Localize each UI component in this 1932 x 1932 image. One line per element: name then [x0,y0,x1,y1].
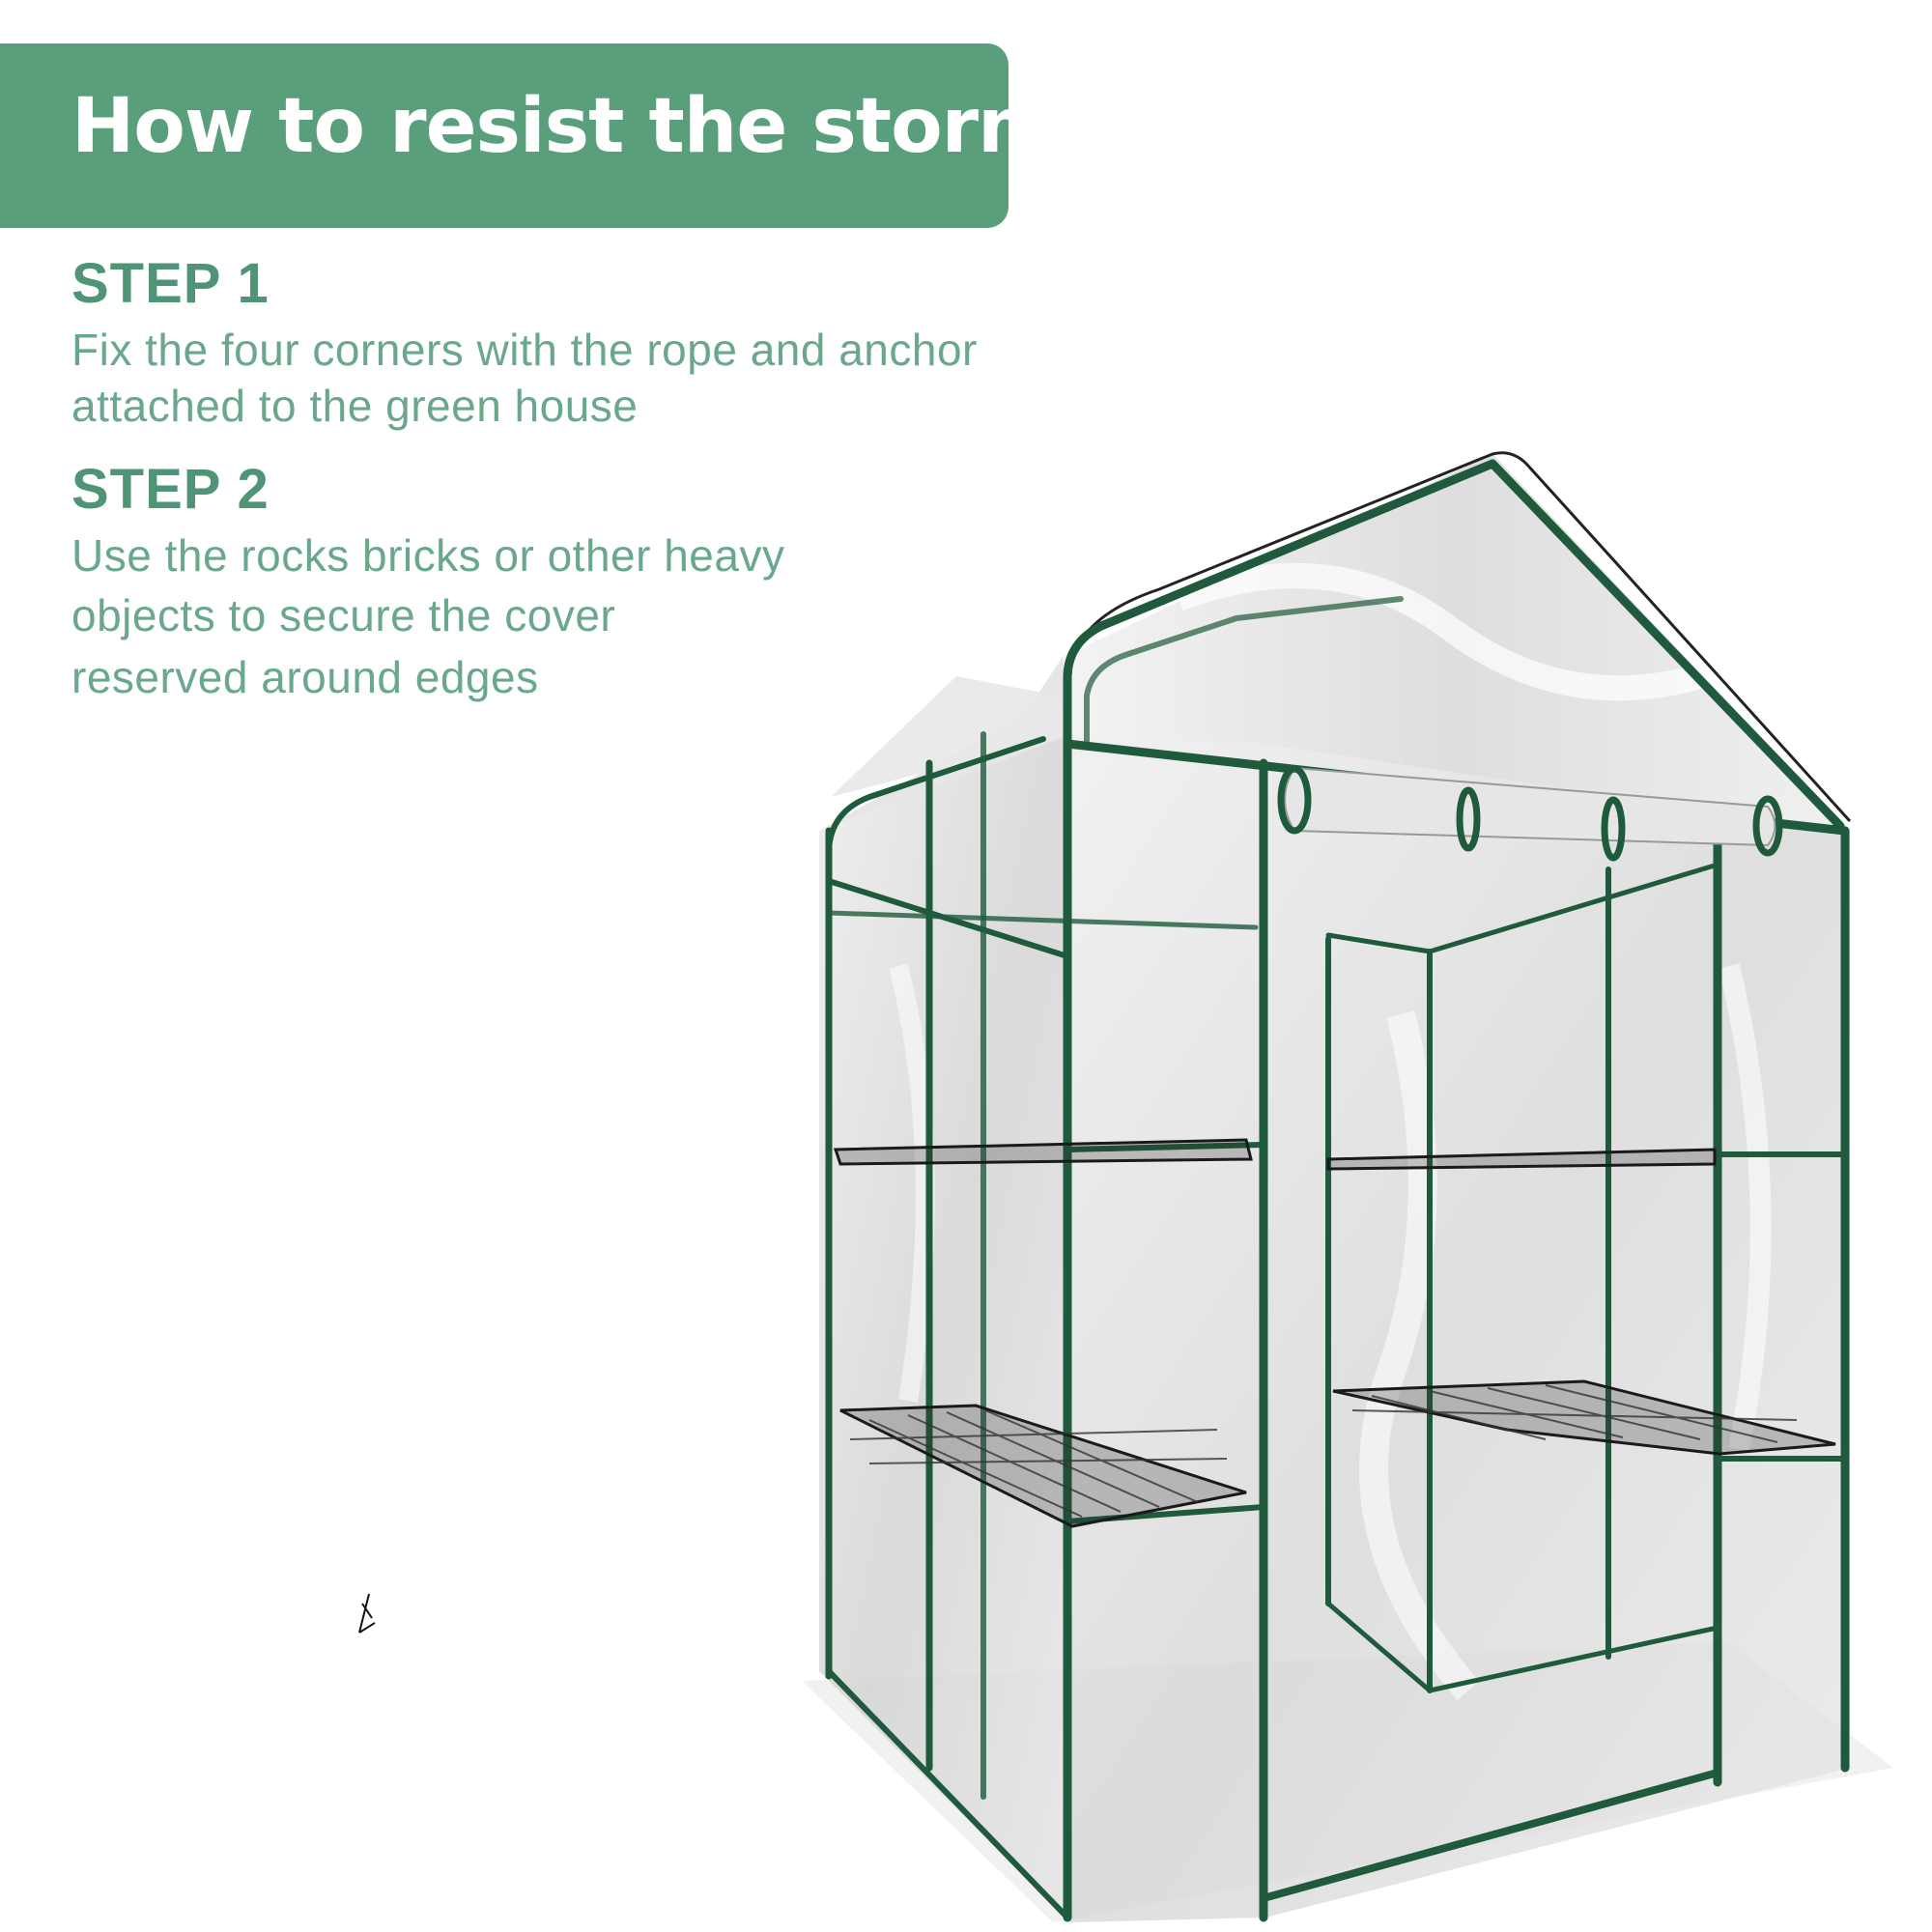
frame-side-rail-2 [826,910,1259,930]
step-2-text-line-3: reserved around edges [71,652,539,702]
film-sheen-3 [1719,963,1772,1452]
frame-back-top-rail-2 [1427,862,1720,954]
frame-side-roof-arc [826,736,1046,853]
frame-front-rail-mid-left [1065,1142,1266,1152]
frame-front-roof-left [1063,459,1497,749]
step-1-text-line-1: Fix the four corners with the rope and a… [71,325,978,375]
step-1-heading: STEP 1 [71,252,270,315]
frame-front-roof-right [1488,459,1845,831]
frame-inner-roof [1084,596,1404,745]
shelf-left-upper [833,1138,1253,1166]
frame-back-bottom-rail [1325,1601,1433,1693]
rolled-door-end [1277,765,1312,835]
door-strap-2 [1601,796,1626,862]
door-strap-1 [1456,786,1481,852]
frame-side-bottom-rail [826,1668,1070,1920]
shelf-right-upper [1326,1148,1717,1171]
back-gable [831,676,1070,797]
anchor-mark [358,1593,376,1634]
frame-front-bottom-rail [1260,1769,1721,1902]
cover-front-wall [1070,734,1850,1922]
frame-back-top-rail [1325,932,1433,954]
step-2-text-line-2: objects to secure the cover [71,590,616,640]
film-sheen-4 [889,963,935,1403]
rolled-door [1277,765,1783,862]
step-1-text-line-2: attached to the green house [71,381,639,431]
step-2-heading: STEP 2 [71,458,270,521]
cover-left-wall [819,734,1070,1922]
rolled-door-end-right [1752,795,1783,857]
film-sheen-1 [1174,563,1704,701]
rolled-door-tube [1284,766,1776,847]
step-2-text-line-1: Use the rocks bricks or other heavy [71,530,785,581]
title-banner: How to resist the storm? [0,43,1099,228]
shelf-left-lower [839,1404,1247,1528]
shelf-grid [849,1409,1228,1518]
film-sheen-2 [1359,1010,1480,1700]
shelf-grid-right [1351,1384,1798,1443]
page-title: How to resist the storm? [71,83,1099,170]
frame-front-rail-low-left [1065,1504,1266,1524]
frame-back-bottom-rail-2 [1427,1625,1720,1693]
